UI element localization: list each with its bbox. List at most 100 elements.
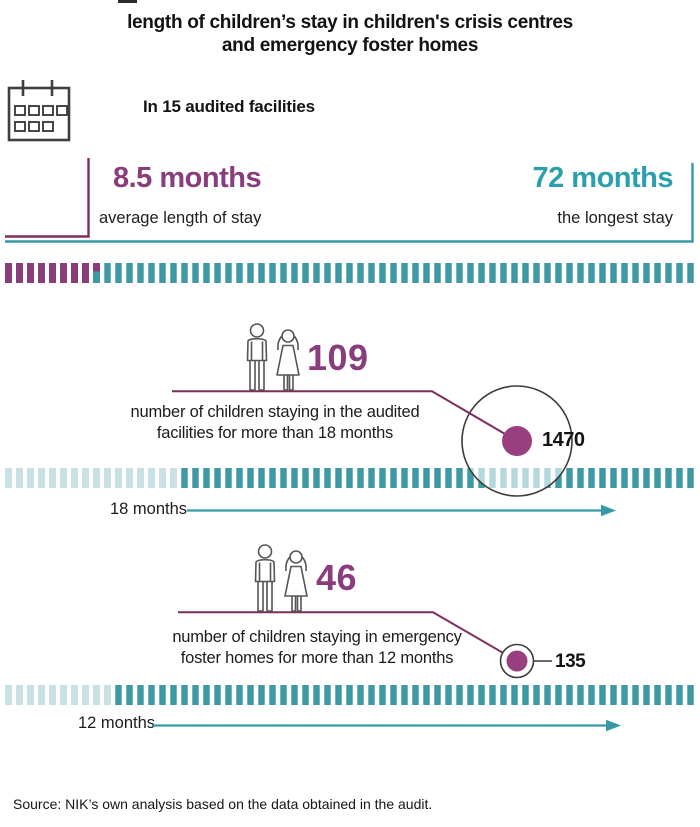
axis-label-18-months: 18 months	[110, 500, 188, 518]
tick-bar	[511, 468, 518, 488]
tick-bar	[489, 263, 496, 283]
tick-bar	[269, 468, 276, 488]
tick-bar	[192, 263, 199, 283]
tick-bar	[181, 468, 188, 488]
tick-bar	[621, 468, 628, 488]
tick-bar	[170, 263, 177, 283]
tick-bar	[588, 685, 595, 705]
tick-bar	[203, 468, 210, 488]
tick-bar	[401, 468, 408, 488]
tick-bar	[148, 685, 155, 705]
tick-bar	[632, 685, 639, 705]
tick-bar	[60, 685, 67, 705]
longest-stay-label: the longest stay	[557, 209, 673, 227]
tick-bar	[258, 263, 265, 283]
tick-bar	[93, 468, 100, 488]
tick-bar	[335, 468, 342, 488]
tick-bar	[643, 263, 650, 283]
tick-bar	[49, 685, 56, 705]
description-line: foster homes for more than 12 months	[180, 649, 454, 667]
count-over-18-months: 109	[307, 337, 369, 378]
average-stay-label: average length of stay	[99, 209, 262, 227]
tick-bar	[544, 468, 551, 488]
overall-stay-ticks	[5, 263, 694, 283]
tick-bar	[478, 685, 485, 705]
tick-bar	[115, 263, 122, 283]
tick-bar	[687, 263, 694, 283]
tick-bar	[445, 685, 452, 705]
description-over-12-months: number of children staying in emergency …	[158, 627, 476, 669]
tick-bar	[16, 263, 23, 283]
tick-bar	[192, 685, 199, 705]
bubble-dot-1470	[502, 426, 532, 456]
axis-label-12-months: 12 months	[78, 714, 156, 732]
tick-bar	[423, 468, 430, 488]
tick-bar	[159, 468, 166, 488]
tick-bar	[610, 685, 617, 705]
bubble-circle-135	[499, 643, 535, 679]
tick-bar	[500, 263, 507, 283]
tick-bar	[225, 685, 232, 705]
longest-stay-value: 72 months	[532, 162, 673, 194]
tick-bar	[313, 468, 320, 488]
tick-bar	[126, 685, 133, 705]
tick-bar	[577, 468, 584, 488]
tick-bar	[104, 685, 111, 705]
children-pair-icon	[246, 323, 300, 391]
tick-bar	[225, 468, 232, 488]
tick-bar	[478, 468, 485, 488]
tick-bar	[49, 468, 56, 488]
tick-bar	[346, 263, 353, 283]
tick-bar	[687, 468, 694, 488]
tick-bar	[632, 263, 639, 283]
tick-bar	[247, 263, 254, 283]
tick-bar	[621, 685, 628, 705]
tick-bar	[566, 263, 573, 283]
tick-bar	[82, 685, 89, 705]
description-line: number of children staying in the audite…	[130, 403, 420, 421]
tick-bar	[511, 685, 518, 705]
bubble-value-1470: 1470	[542, 429, 585, 451]
tick-bar	[346, 468, 353, 488]
tick-bar	[423, 263, 430, 283]
tick-bar	[599, 685, 606, 705]
tick-bar	[280, 685, 287, 705]
title-line-2: and emergency foster homes	[221, 35, 479, 56]
tick-bar	[566, 468, 573, 488]
tick-bar	[71, 685, 78, 705]
tick-bar	[280, 263, 287, 283]
tick-bar	[302, 263, 309, 283]
tick-bar	[335, 685, 342, 705]
tick-bar	[137, 685, 144, 705]
tick-bar	[27, 263, 34, 283]
tick-bar	[577, 263, 584, 283]
tick-bar	[676, 263, 683, 283]
arrowhead-18-months	[601, 504, 616, 517]
tick-bar	[632, 468, 639, 488]
tick-bar	[555, 263, 562, 283]
tick-bar	[148, 263, 155, 283]
tick-bar	[610, 468, 617, 488]
bubble-dot-135	[506, 650, 528, 672]
tick-bar	[137, 468, 144, 488]
tick-bar	[236, 468, 243, 488]
tick-bar	[467, 685, 474, 705]
tick-bar	[49, 263, 56, 283]
tick-bar	[137, 263, 144, 283]
tick-bar	[588, 263, 595, 283]
tick-bar	[302, 685, 309, 705]
tick-bar	[489, 685, 496, 705]
tick-bar	[302, 468, 309, 488]
tick-bar	[566, 685, 573, 705]
tick-bar	[5, 263, 12, 283]
tick-bar	[478, 263, 485, 283]
tick-bar	[27, 685, 34, 705]
top-crop-artifact	[118, 0, 137, 3]
tick-bar	[82, 468, 89, 488]
tick-bar	[368, 468, 375, 488]
tick-bar	[214, 685, 221, 705]
tick-bar	[93, 263, 100, 283]
tick-bar	[324, 468, 331, 488]
tick-bar	[687, 685, 694, 705]
children-pair-icon	[254, 544, 308, 612]
